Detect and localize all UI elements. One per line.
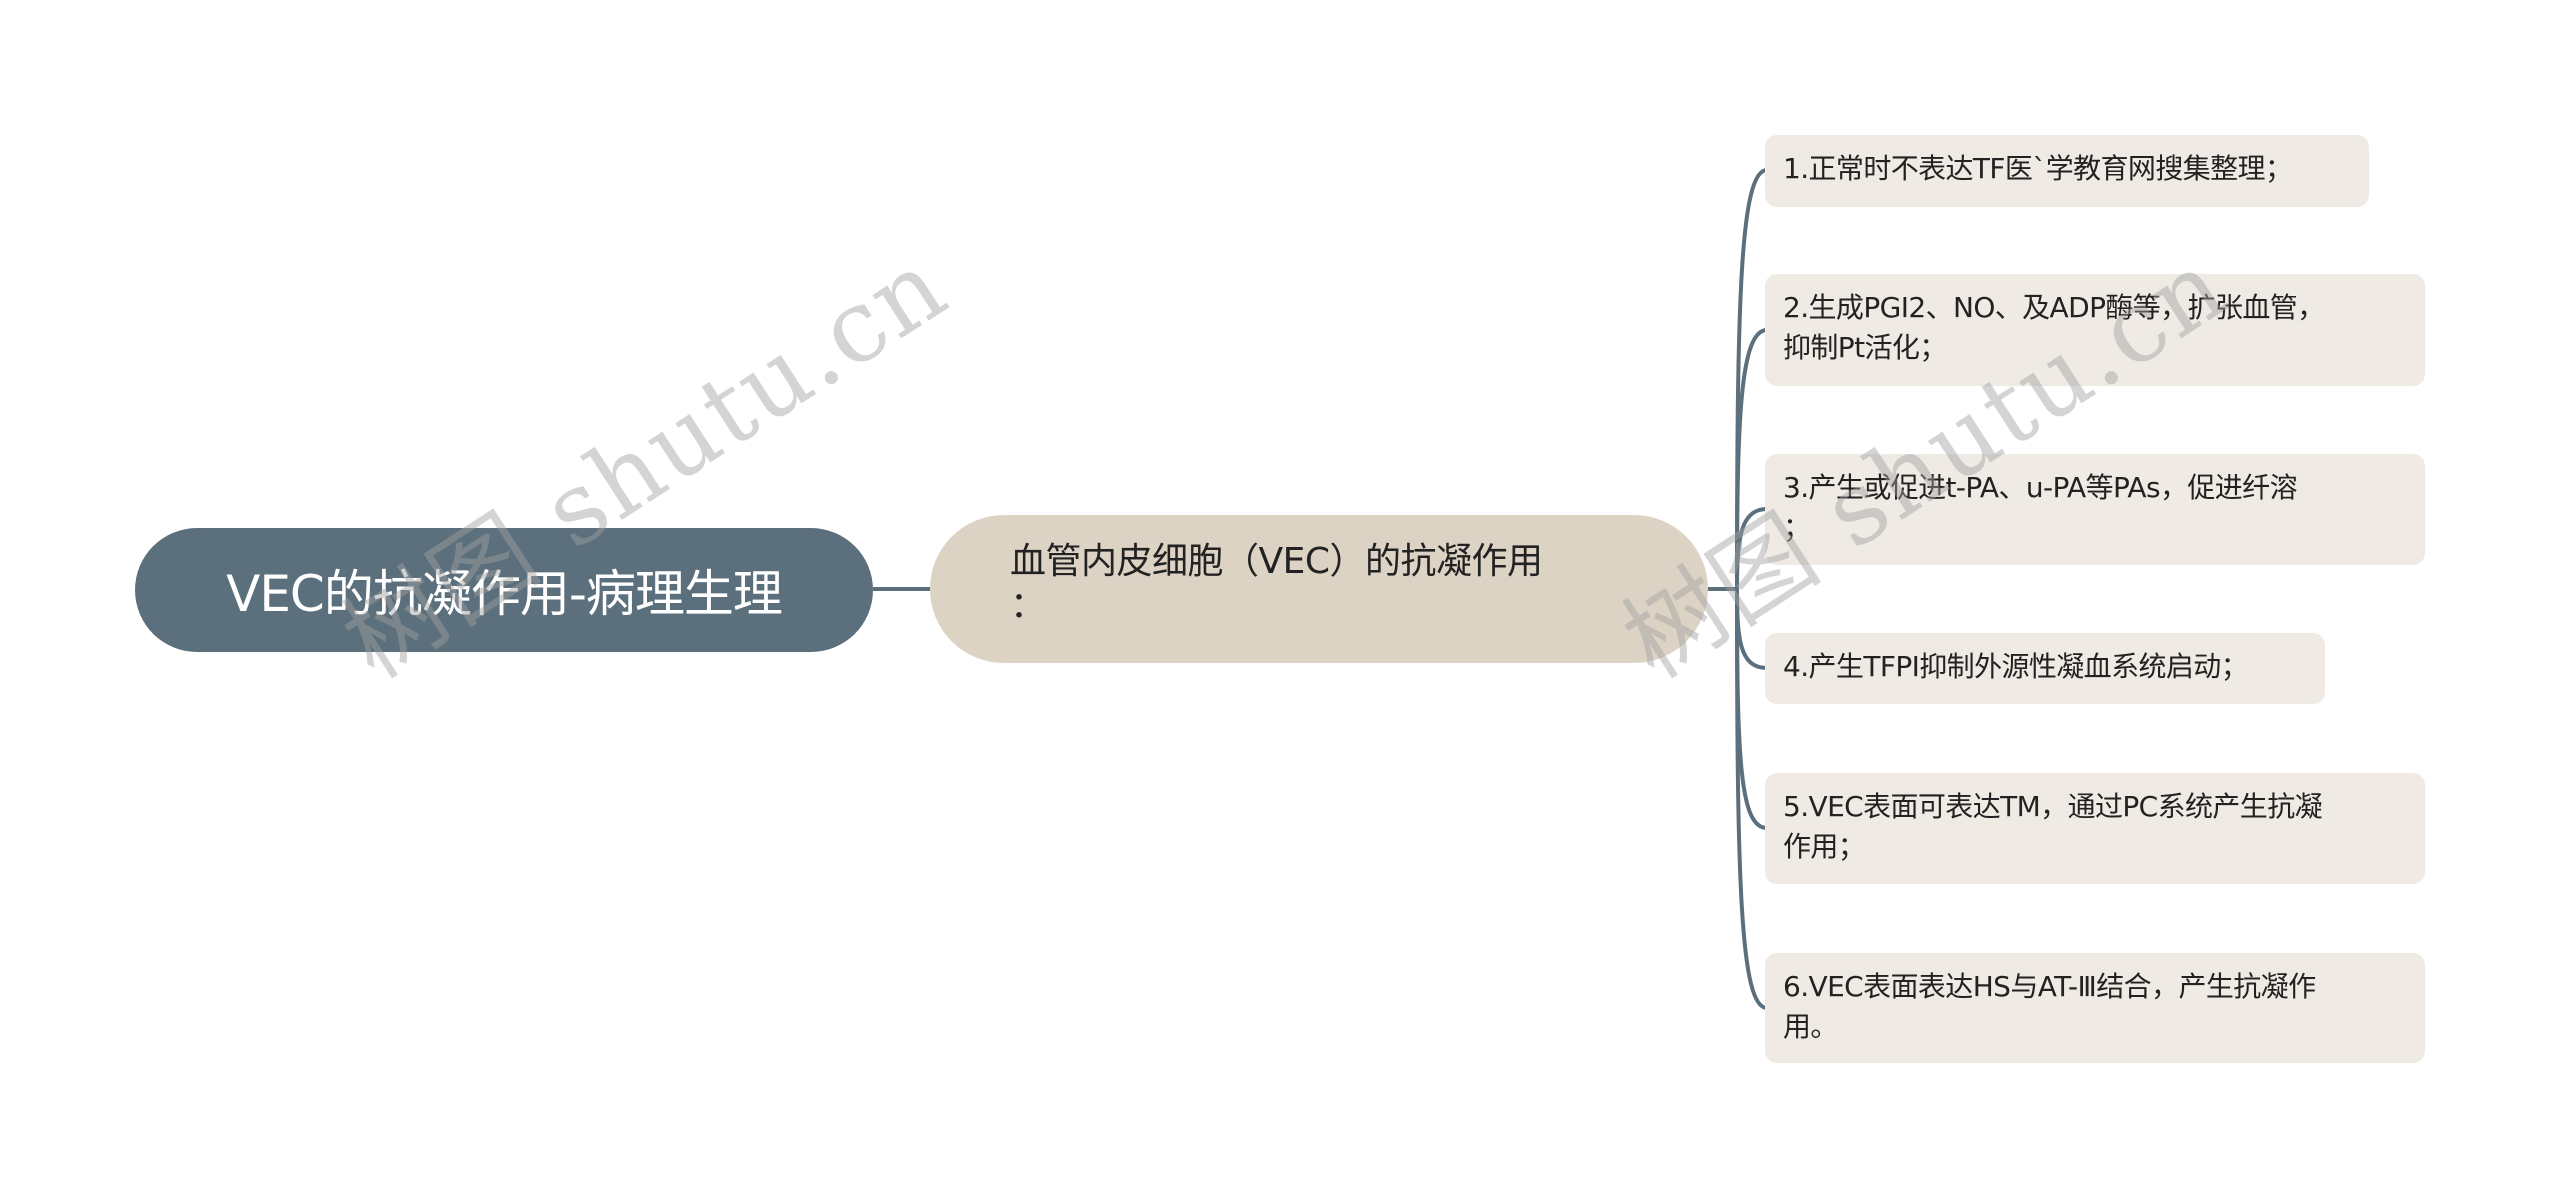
leaf-node-4[interactable]: 4.产生TFPI抑制外源性凝血系统启动； <box>1765 633 2325 704</box>
leaf-node-3-line-2: ； <box>1783 511 1811 544</box>
leaf-node-3-line-1: 3.产生或促进t-PA、u-PA等PAs，促进纤溶 <box>1783 471 2298 504</box>
leaf-node-1[interactable]: 1.正常时不表达TF医`学教育网搜集整理； <box>1765 135 2369 207</box>
leaf-node-2-line-2: 抑制Pt活化； <box>1783 331 1947 364</box>
leaf-node-5-line-2: 作用； <box>1783 830 1866 863</box>
leaf-node-2-line-1: 2.生成PGI2、NO、及ADP酶等，扩张血管， <box>1783 291 2325 324</box>
leaf-node-6[interactable]: 6.VEC表面表达HS与AT-Ⅲ结合，产生抗凝作 用。 <box>1765 953 2425 1063</box>
leaf-node-6-line-2: 用。 <box>1783 1010 1838 1043</box>
root-node-label: VEC的抗凝作用-病理生理 <box>226 565 783 623</box>
leaf-node-5[interactable]: 5.VEC表面可表达TM，通过PC系统产生抗凝 作用； <box>1765 773 2425 884</box>
branch-node-label-line-1: 血管内皮细胞（VEC）的抗凝作用 <box>1010 541 1543 582</box>
leaf-node-6-line-1: 6.VEC表面表达HS与AT-Ⅲ结合，产生抗凝作 <box>1783 970 2316 1003</box>
branch-node[interactable]: 血管内皮细胞（VEC）的抗凝作用 ： <box>930 515 1708 663</box>
leaf-node-4-line-1: 4.产生TFPI抑制外源性凝血系统启动； <box>1783 650 2249 683</box>
leaf-node-1-line-1: 1.正常时不表达TF医`学教育网搜集整理； <box>1783 152 2293 185</box>
leaf-node-3[interactable]: 3.产生或促进t-PA、u-PA等PAs，促进纤溶 ； <box>1765 454 2425 565</box>
leaf-node-5-line-1: 5.VEC表面可表达TM，通过PC系统产生抗凝 <box>1783 790 2323 823</box>
root-node[interactable]: VEC的抗凝作用-病理生理 <box>135 528 873 652</box>
leaf-node-2[interactable]: 2.生成PGI2、NO、及ADP酶等，扩张血管， 抑制Pt活化； <box>1765 274 2425 386</box>
branch-node-label-line-2: ： <box>1010 585 1046 626</box>
